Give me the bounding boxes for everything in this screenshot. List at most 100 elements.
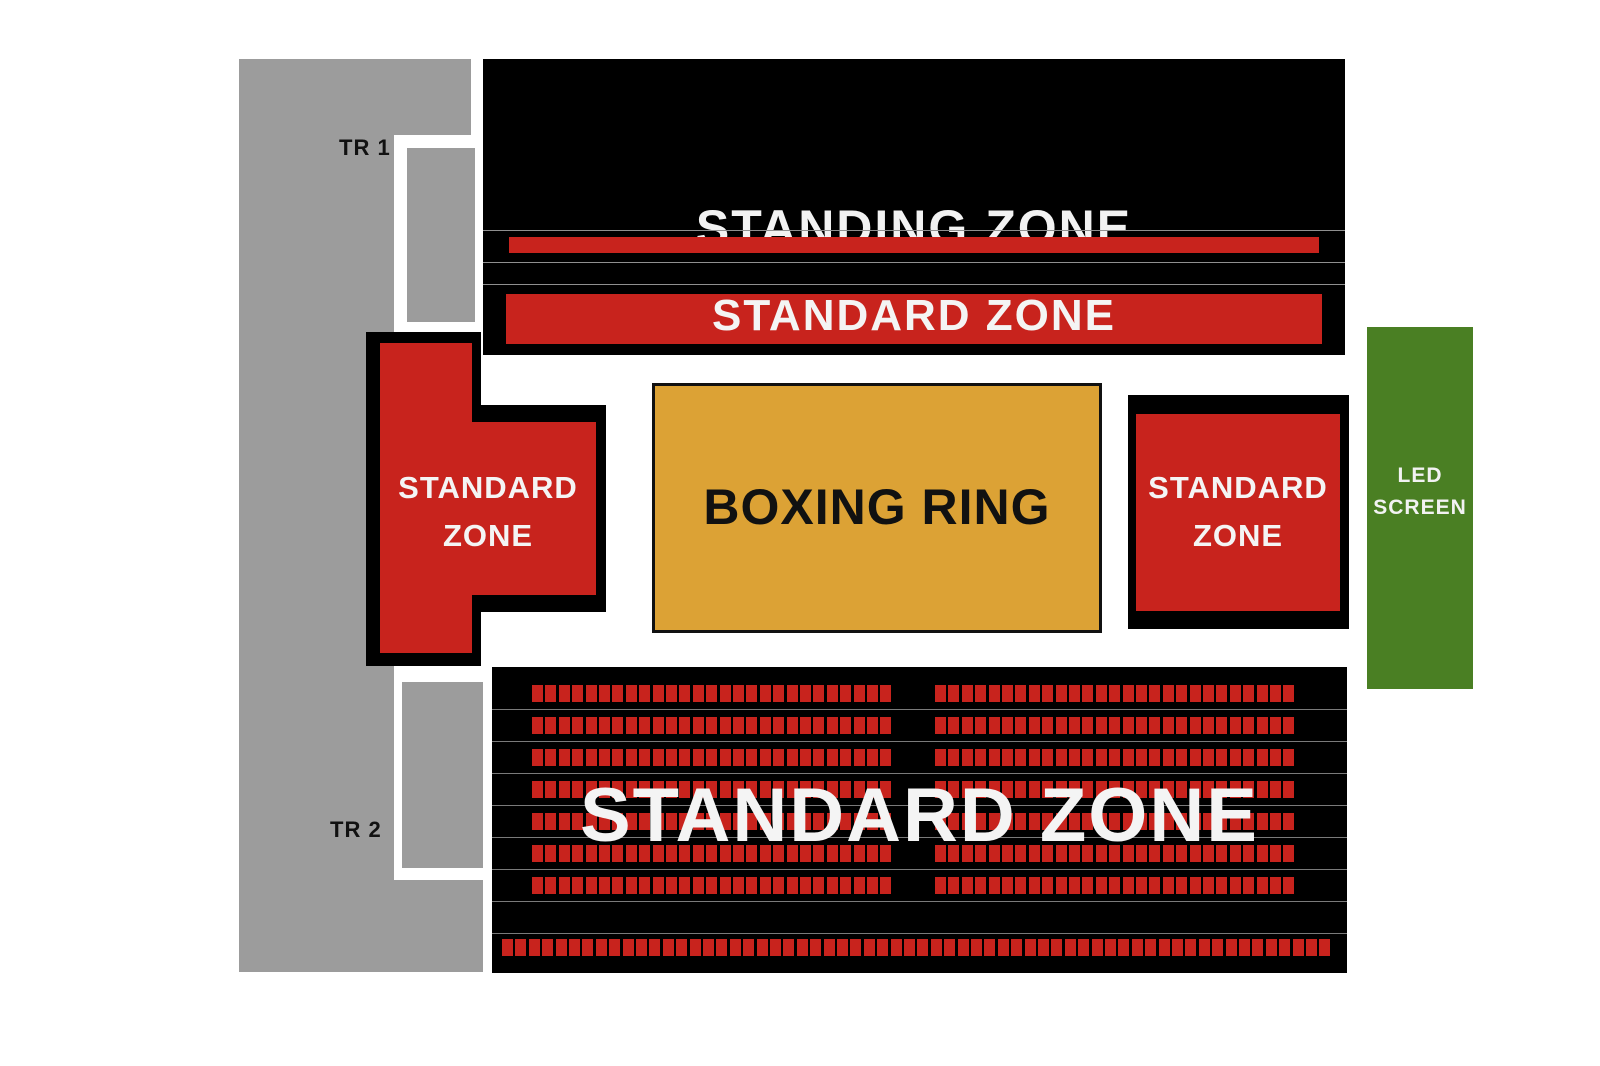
seat[interactable] — [1122, 717, 1134, 734]
seat[interactable] — [786, 717, 798, 734]
seat[interactable] — [545, 749, 557, 766]
seat[interactable] — [1162, 845, 1174, 862]
seat[interactable] — [532, 685, 543, 702]
seat[interactable] — [599, 781, 610, 798]
seat[interactable] — [1136, 877, 1147, 894]
seat[interactable] — [1028, 749, 1040, 766]
seat[interactable] — [880, 877, 892, 894]
seat[interactable] — [1176, 749, 1188, 766]
seat[interactable] — [1122, 781, 1134, 798]
seat[interactable] — [1243, 877, 1255, 894]
seat[interactable] — [813, 685, 825, 702]
seat[interactable] — [1069, 717, 1080, 734]
seat[interactable] — [880, 749, 892, 766]
seat[interactable] — [1270, 685, 1281, 702]
seat[interactable] — [850, 939, 862, 956]
seat[interactable] — [1042, 813, 1054, 830]
seat[interactable] — [1109, 749, 1121, 766]
seat[interactable] — [1229, 813, 1241, 830]
seat[interactable] — [625, 813, 637, 830]
seat[interactable] — [719, 685, 731, 702]
seat[interactable] — [867, 749, 878, 766]
seat[interactable] — [1162, 749, 1174, 766]
seat[interactable] — [800, 877, 811, 894]
seat[interactable] — [558, 685, 570, 702]
seat[interactable] — [826, 781, 838, 798]
seat[interactable] — [1024, 939, 1036, 956]
seat[interactable] — [666, 685, 677, 702]
seat[interactable] — [1015, 781, 1027, 798]
seat[interactable] — [1270, 749, 1281, 766]
seat[interactable] — [930, 939, 942, 956]
seat[interactable] — [1239, 939, 1250, 956]
seat[interactable] — [759, 813, 771, 830]
seat[interactable] — [1015, 813, 1027, 830]
seat[interactable] — [840, 685, 852, 702]
seat[interactable] — [1002, 845, 1013, 862]
seat[interactable] — [1158, 939, 1170, 956]
seat[interactable] — [759, 685, 771, 702]
seat[interactable] — [1055, 685, 1067, 702]
seat[interactable] — [880, 813, 892, 830]
seat[interactable] — [1095, 781, 1107, 798]
seat[interactable] — [558, 781, 570, 798]
seat[interactable] — [786, 877, 798, 894]
seat[interactable] — [1091, 939, 1103, 956]
seat[interactable] — [1149, 717, 1161, 734]
seat[interactable] — [853, 685, 865, 702]
seat[interactable] — [545, 877, 557, 894]
seat[interactable] — [652, 781, 664, 798]
seat[interactable] — [935, 685, 946, 702]
seat[interactable] — [706, 685, 718, 702]
seat[interactable] — [984, 939, 996, 956]
seat[interactable] — [703, 939, 714, 956]
seat[interactable] — [639, 877, 651, 894]
seat[interactable] — [1109, 685, 1121, 702]
seat[interactable] — [1082, 845, 1094, 862]
seat[interactable] — [800, 717, 811, 734]
boxing-ring[interactable]: BOXING RING — [652, 383, 1102, 633]
seat[interactable] — [867, 813, 878, 830]
seat[interactable] — [612, 749, 624, 766]
seat[interactable] — [1176, 685, 1188, 702]
seat[interactable] — [1082, 749, 1094, 766]
seat[interactable] — [652, 813, 664, 830]
seat[interactable] — [1136, 781, 1147, 798]
seat[interactable] — [988, 685, 1000, 702]
seat[interactable] — [1149, 813, 1161, 830]
seat[interactable] — [786, 845, 798, 862]
seat[interactable] — [988, 749, 1000, 766]
seat[interactable] — [1256, 877, 1268, 894]
seat[interactable] — [853, 877, 865, 894]
seat[interactable] — [1042, 685, 1054, 702]
seat[interactable] — [1038, 939, 1049, 956]
seat[interactable] — [961, 717, 973, 734]
seat[interactable] — [679, 877, 691, 894]
seat[interactable] — [1055, 845, 1067, 862]
seat[interactable] — [1256, 685, 1268, 702]
seat[interactable] — [572, 845, 584, 862]
seat[interactable] — [1002, 781, 1013, 798]
seat[interactable] — [572, 813, 584, 830]
seat[interactable] — [975, 845, 987, 862]
seat[interactable] — [1002, 749, 1013, 766]
seat[interactable] — [585, 813, 597, 830]
seat[interactable] — [1095, 749, 1107, 766]
standing-zone[interactable]: STANDING ZONE STANDARD ZONE — [483, 59, 1345, 355]
seat[interactable] — [880, 781, 892, 798]
seat[interactable] — [1185, 939, 1197, 956]
seat[interactable] — [773, 813, 785, 830]
seat[interactable] — [1069, 813, 1080, 830]
seat[interactable] — [572, 877, 584, 894]
seat[interactable] — [1002, 685, 1013, 702]
seat[interactable] — [948, 781, 960, 798]
seat[interactable] — [733, 813, 744, 830]
seat[interactable] — [1055, 877, 1067, 894]
led-screen[interactable]: LED SCREEN — [1367, 327, 1473, 689]
seat[interactable] — [786, 749, 798, 766]
seat[interactable] — [689, 939, 701, 956]
seat[interactable] — [1136, 717, 1147, 734]
seat[interactable] — [639, 685, 651, 702]
seat[interactable] — [1216, 685, 1228, 702]
seat[interactable] — [1069, 845, 1080, 862]
